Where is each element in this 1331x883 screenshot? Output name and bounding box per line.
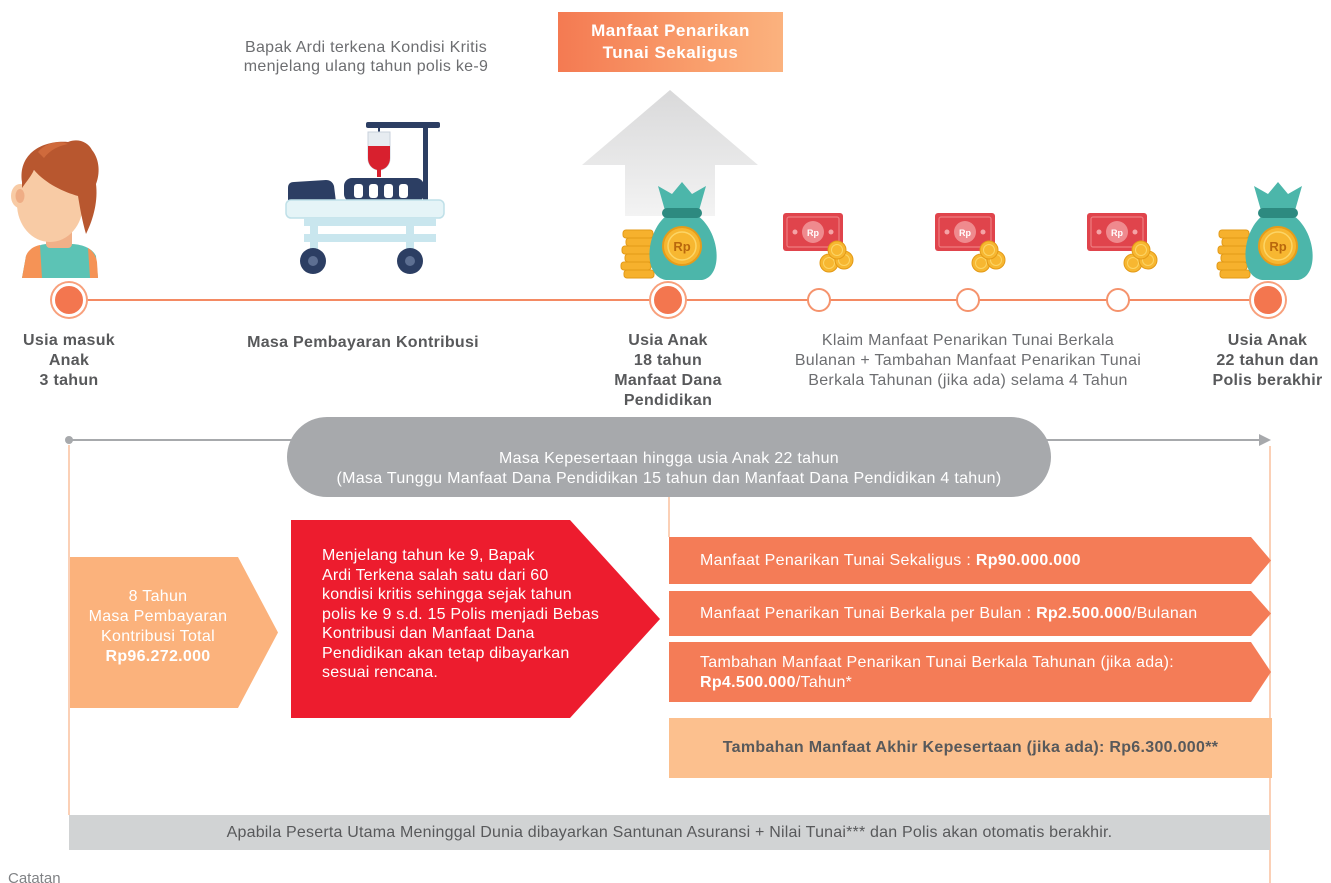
coin-label: Rp — [959, 228, 971, 238]
benefit-bar-annual: Tambahan Manfaat Penarikan Tunai Berkala… — [669, 642, 1271, 702]
waiver-arrow-shape — [291, 520, 660, 718]
label-line: 18 tahun — [633, 352, 703, 369]
benefit-bar-lump-sum: Manfaat Penarikan Tunai Sekaligus : Rp90… — [669, 537, 1271, 584]
coin-stack-icon — [1216, 229, 1253, 279]
coin-label: Rp — [807, 228, 819, 238]
label-line: Usia Anak — [628, 332, 708, 349]
badge-line: Manfaat Penarikan — [591, 21, 750, 40]
coin-stack-icon — [620, 229, 657, 279]
critical-note-line: Bapak Ardi terkena Kondisi Kritis — [244, 39, 488, 56]
payment-line: Kontribusi Total — [101, 627, 215, 645]
waiver-line: kondisi kritis sehingga sejak tahun — [322, 586, 572, 603]
label-line: Usia masuk — [23, 332, 115, 349]
payment-line: 8 Tahun — [128, 587, 188, 605]
waiver-line: sesuai rencana. — [322, 664, 438, 681]
coin-label: Rp — [1269, 239, 1286, 254]
critical-condition-note: Bapak Ardi terkena Kondisi Kritis menjel… — [196, 38, 536, 76]
coverage-start-dot — [65, 436, 73, 444]
benefit-text: Manfaat Penarikan Tunai Sekaligus : — [700, 552, 976, 569]
payment-line: Masa Pembayaran — [88, 607, 228, 625]
coverage-period-pill: Masa Kepesertaan hingga usia Anak 22 tah… — [287, 417, 1051, 497]
right-guide-line — [1269, 446, 1271, 883]
coin-label: Rp — [673, 239, 690, 254]
milestone-dot — [807, 288, 831, 312]
waiver-line: Pendidikan akan tetap dibayarkan — [322, 644, 570, 662]
label-line: 3 tahun — [39, 372, 99, 389]
payment-arrow-shape — [70, 557, 278, 708]
label-line: Klaim Manfaat Penarikan Tunai Berkala — [821, 332, 1115, 349]
payment-period-label: Masa Pembayaran Kontribusi — [247, 334, 479, 351]
waiver-line: Ardi Terkena salah satu dari 60 — [322, 566, 549, 584]
benefit-text: Manfaat Penarikan Tunai Berkala per Bula… — [700, 605, 1037, 622]
benefit-amount: Rp2.500.000 — [1036, 605, 1132, 622]
education-benefit-label: Usia Anak 18 tahun Manfaat Dana Pendidik… — [588, 331, 748, 411]
milestone-dot — [1251, 283, 1285, 317]
benefit-amount: Rp90.000.000 — [975, 552, 1081, 569]
entry-age-label: Usia masuk Anak 3 tahun — [0, 331, 138, 391]
milestone-dot — [1106, 288, 1130, 312]
premium-waiver-box: Menjelang tahun ke 9, Bapak Ardi Terkena… — [322, 546, 652, 683]
left-guide-line — [68, 445, 70, 815]
label-line: 22 tahun dan — [1216, 352, 1319, 369]
pill-line: Masa Kepesertaan hingga usia Anak 22 tah… — [499, 450, 839, 467]
milestone-dot — [52, 283, 86, 317]
label-line: Polis berakhir — [1212, 372, 1323, 389]
label-line: Berkala Tahunan (jika ada) selama 4 Tahu… — [808, 372, 1128, 389]
benefit-bar-monthly: Manfaat Penarikan Tunai Berkala per Bula… — [669, 591, 1271, 636]
label-line: Pendidikan — [623, 392, 713, 409]
label-line: Usia Anak — [1227, 332, 1308, 349]
waiver-line: polis ke 9 s.d. 15 Polis menjadi Bebas — [322, 605, 600, 623]
cash-bill-icon: Rp — [935, 213, 1006, 273]
label-line: Manfaat Dana — [614, 372, 722, 389]
arrow-right-icon — [1259, 434, 1271, 446]
waiver-line: Menjelang tahun ke 9, Bapak — [322, 547, 535, 564]
waiver-line: Kontribusi dan Manfaat Dana — [322, 625, 535, 642]
money-bag-icon: Rp — [1216, 182, 1313, 280]
middle-guide-line — [668, 497, 670, 537]
benefit-suffix: /Tahun* — [795, 673, 853, 691]
payment-total-amount: Rp96.272.000 — [105, 647, 211, 665]
payment-summary-box: 8 Tahun Masa Pembayaran Kontribusi Total… — [70, 557, 246, 708]
money-bag-icon: Rp — [620, 182, 717, 280]
policy-end-label: Usia Anak 22 tahun dan Polis berakhir — [1204, 331, 1331, 391]
cash-bill-icon: Rp — [1087, 213, 1158, 273]
footer-note: Catatan — [8, 870, 61, 883]
benefit-amount: Rp4.500.000 — [700, 673, 796, 691]
milestone-dot — [651, 283, 685, 317]
claim-period-label: Klaim Manfaat Penarikan Tunai Berkala Bu… — [768, 331, 1168, 391]
pill-line: (Masa Tunggu Manfaat Dana Pendidikan 15 … — [336, 470, 1002, 487]
critical-note-line: menjelang ulang tahun polis ke-9 — [243, 58, 489, 75]
benefit-suffix: /Bulanan — [1131, 605, 1198, 622]
coin-label: Rp — [1111, 228, 1123, 238]
child-icon — [11, 140, 99, 278]
badge-line: Tunai Sekaligus — [602, 43, 739, 62]
hospital-bed-icon — [285, 122, 445, 274]
up-arrow-icon — [582, 90, 758, 216]
cash-bill-icon: Rp — [783, 213, 854, 273]
label-line: Bulanan + Tambahan Manfaat Penarikan Tun… — [794, 352, 1142, 369]
lump-sum-benefit-badge: Manfaat Penarikan Tunai Sekaligus — [558, 12, 783, 72]
maturity-benefit-box: Tambahan Manfaat Akhir Kepesertaan (jika… — [669, 718, 1272, 778]
death-benefit-note: Apabila Peserta Utama Meninggal Dunia di… — [69, 815, 1270, 850]
label-line: Anak — [48, 352, 90, 369]
benefit-text: Tambahan Manfaat Penarikan Tunai Berkala… — [700, 654, 1174, 671]
milestone-dot — [956, 288, 980, 312]
